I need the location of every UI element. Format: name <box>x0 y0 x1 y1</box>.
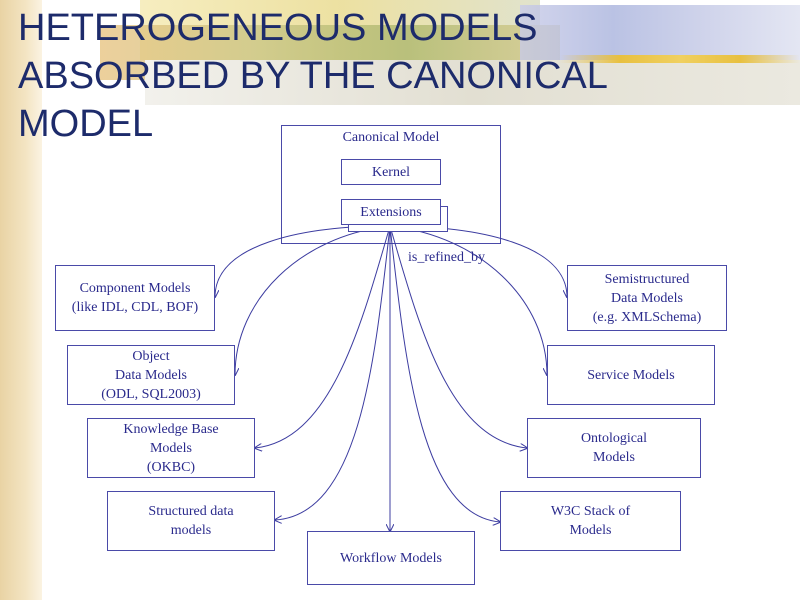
slide-title: HETEROGENEOUS MODELS ABSORBED BY THE CAN… <box>18 7 608 145</box>
semistructured-models-box: Semistructured Data Models (e.g. XMLSche… <box>567 265 727 331</box>
arrow-component <box>215 225 391 297</box>
service-models-box: Service Models <box>547 345 715 405</box>
arrow-service <box>389 225 547 375</box>
object-data-models-box: Object Data Models (ODL, SQL2003) <box>67 345 235 405</box>
ontological-models-box: Ontological Models <box>527 418 701 478</box>
arrow-knowledge <box>255 225 391 448</box>
w3c-stack-models-box: W3C Stack of Models <box>500 491 681 551</box>
relation-label: is_refined_by <box>408 250 485 265</box>
component-models-box: Component Models (like IDL, CDL, BOF) <box>55 265 215 331</box>
arrow-structured <box>275 225 391 520</box>
wheat-decoration <box>560 55 800 63</box>
extensions-box: Extensions <box>341 199 441 225</box>
canonical-model-label: Canonical Model <box>342 130 440 145</box>
arrow-w3c <box>389 225 500 522</box>
workflow-models-box: Workflow Models <box>307 531 475 585</box>
structured-data-models-box: Structured data models <box>107 491 275 551</box>
banner-image <box>145 60 800 105</box>
knowledge-base-models-box: Knowledge Base Models (OKBC) <box>87 418 255 478</box>
arrow-ontological <box>389 225 527 448</box>
background-strip <box>0 0 42 600</box>
arrow-object <box>235 225 391 375</box>
kernel-box: Kernel <box>341 159 441 185</box>
